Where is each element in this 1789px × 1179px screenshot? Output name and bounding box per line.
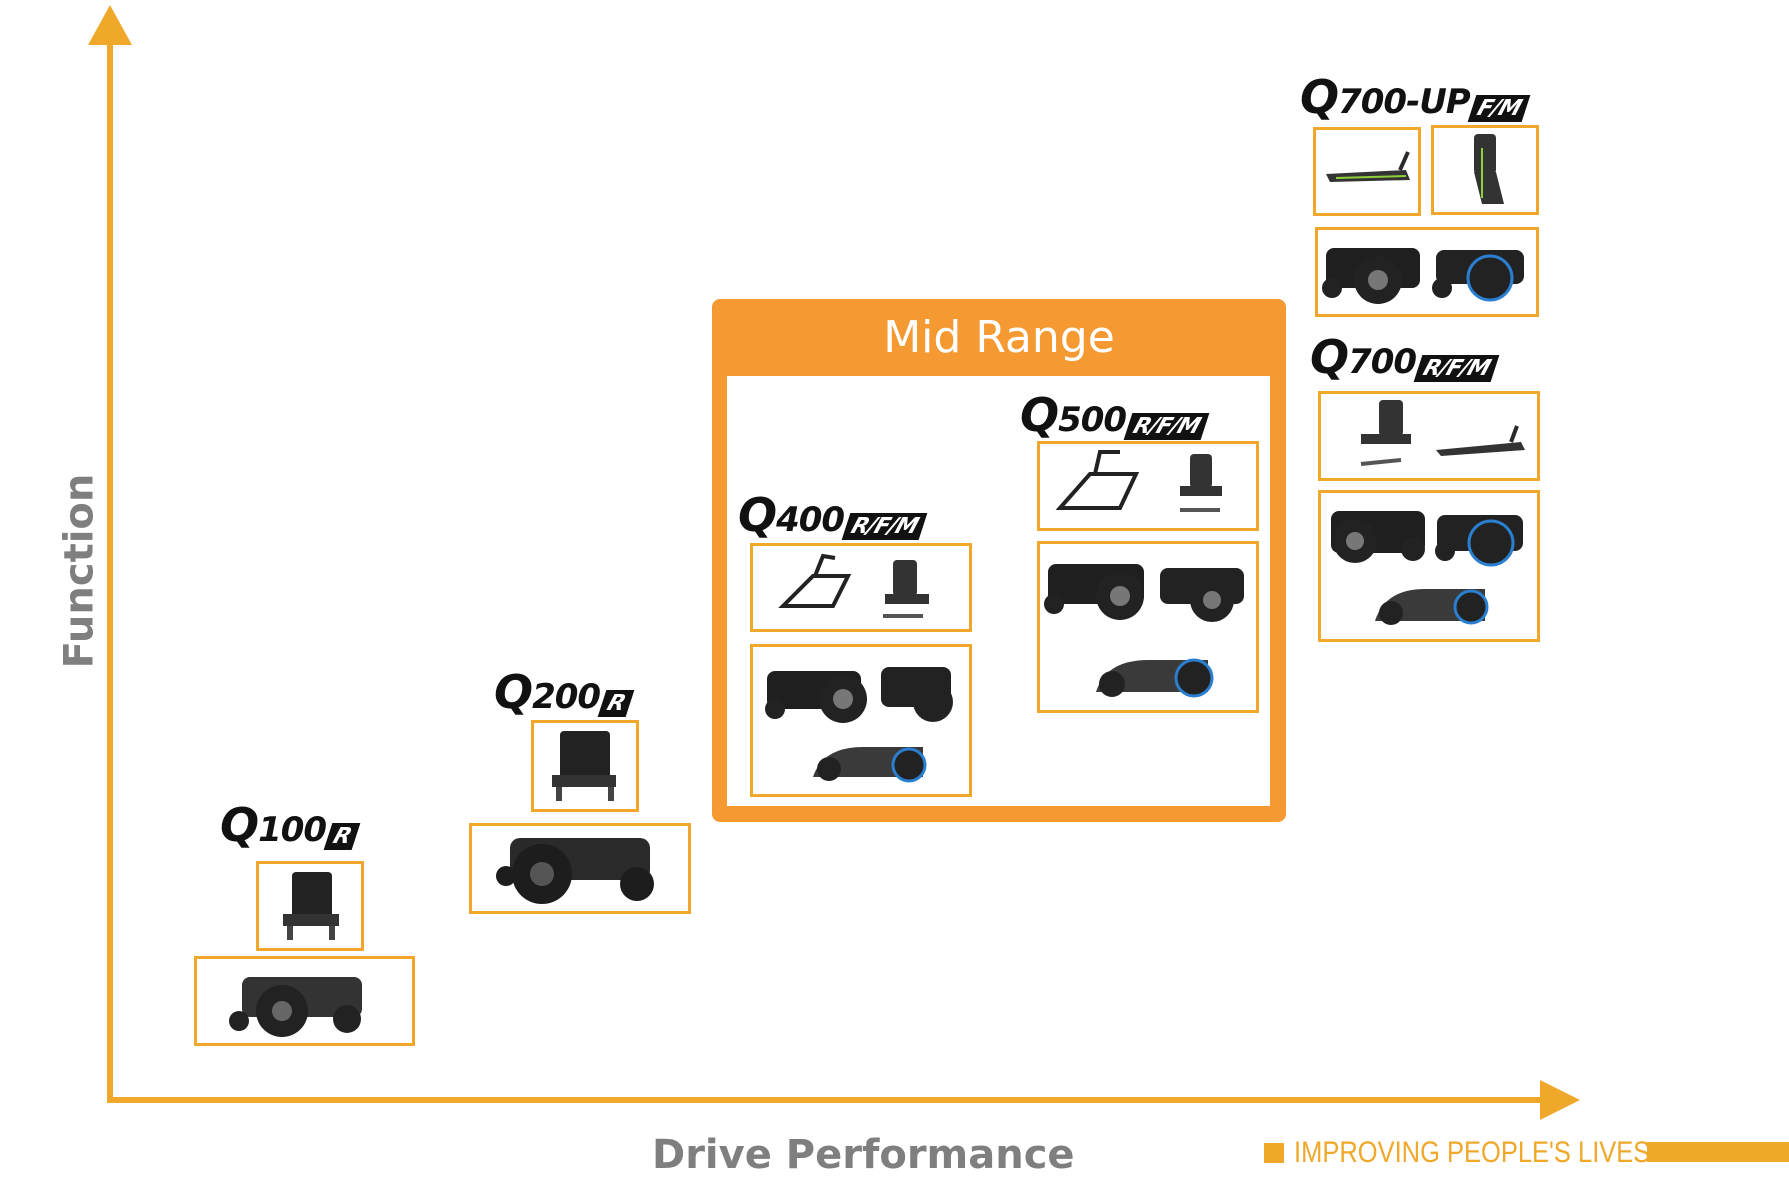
y-axis-arrow bbox=[88, 5, 132, 45]
seat-back-icon bbox=[552, 731, 616, 801]
wheelchair-base-icon bbox=[229, 977, 362, 1037]
x-axis-label: Drive Performance bbox=[652, 1132, 1075, 1178]
q700up-seat-image-box-left bbox=[1313, 127, 1421, 216]
q700-seat-image-box bbox=[1318, 391, 1540, 481]
x-axis-arrow bbox=[1540, 1080, 1580, 1120]
y-axis-label: Function bbox=[56, 473, 103, 669]
wheelchair-bases-icon bbox=[1322, 248, 1524, 304]
standing-seat-icon bbox=[1474, 134, 1504, 204]
q100-base-image-box bbox=[194, 956, 415, 1046]
wheelchair-bases-icon bbox=[1331, 511, 1523, 625]
seat-frames-icon bbox=[778, 553, 929, 618]
q400-base-image-box bbox=[750, 644, 972, 797]
q400-seat-image-box bbox=[750, 543, 972, 632]
seats-icon bbox=[1360, 400, 1525, 466]
seat-back-icon bbox=[283, 872, 339, 940]
wheelchair-bases-icon bbox=[765, 667, 953, 783]
mid-range-title: Mid Range bbox=[883, 312, 1115, 363]
wheelchair-base-icon bbox=[496, 838, 654, 904]
tagline-bar bbox=[1647, 1142, 1789, 1162]
q700up-base-image-box bbox=[1315, 227, 1539, 317]
q200-seat-image-box bbox=[531, 720, 639, 812]
q500-base-image-box bbox=[1037, 541, 1259, 713]
footer-tagline: IMPROVING PEOPLE'S LIVES bbox=[1264, 1136, 1713, 1170]
tagline-square bbox=[1264, 1143, 1284, 1163]
q500-seat-image-box bbox=[1037, 441, 1259, 531]
seat-frames-icon bbox=[1055, 450, 1222, 512]
q700-base-image-box bbox=[1318, 490, 1540, 642]
wheelchair-bases-icon bbox=[1044, 564, 1244, 698]
reclined-seat-icon bbox=[1326, 151, 1410, 182]
q200-base-image-box bbox=[469, 823, 691, 914]
tagline-text: IMPROVING PEOPLE'S LIVES bbox=[1294, 1136, 1651, 1169]
q700up-seat-image-box-right bbox=[1431, 125, 1539, 215]
q100-seat-image-box bbox=[256, 861, 364, 951]
